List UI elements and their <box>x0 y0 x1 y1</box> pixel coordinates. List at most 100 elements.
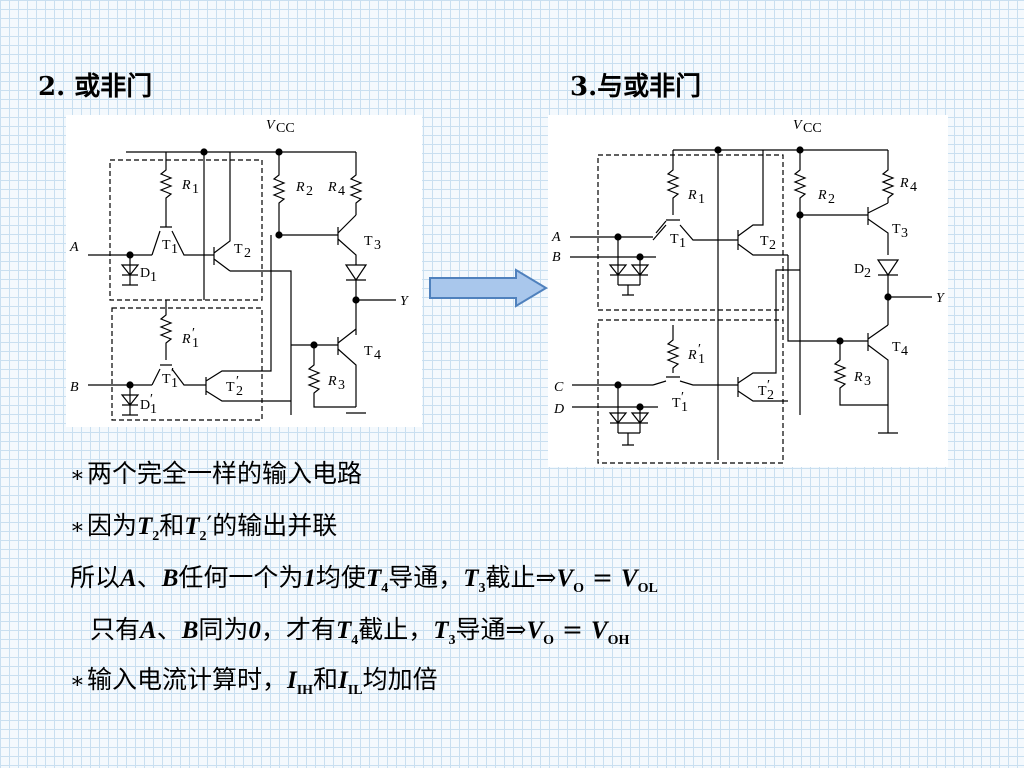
svg-text:A: A <box>551 230 561 245</box>
svg-text:′: ′ <box>236 374 239 389</box>
svg-text:B: B <box>552 250 561 265</box>
svg-text:1: 1 <box>171 376 178 391</box>
heading-and-or-invert-gate: 3.与或非门 <box>570 72 702 102</box>
output-y-right-label: Y <box>936 291 946 306</box>
svg-text:C: C <box>554 380 564 395</box>
svg-text:R: R <box>687 188 697 203</box>
svg-text:R: R <box>327 374 337 389</box>
svg-text:′: ′ <box>192 326 195 341</box>
svg-text:R: R <box>687 348 697 363</box>
line3-c: 均使 <box>315 563 366 592</box>
line1-text: 两个完全一样的输入电路 <box>86 459 362 488</box>
svg-text:T: T <box>892 340 901 355</box>
line3-eq: = <box>584 563 621 592</box>
svg-text:CC: CC <box>803 121 822 136</box>
svg-text:R: R <box>181 178 191 193</box>
line4-voh: V <box>590 617 608 644</box>
line2-a: 因为 <box>86 511 137 540</box>
line2-sub: 2 <box>152 529 160 544</box>
line3-t3sub: 3 <box>478 581 486 596</box>
svg-text:T: T <box>758 384 767 399</box>
line4-vohsub: OH <box>607 633 630 648</box>
line-input-current: ∗输入电流计算时，IIH和IIL均加倍 <box>70 660 438 699</box>
svg-text:3: 3 <box>864 374 871 389</box>
input-b-right-label: B <box>552 250 561 265</box>
line4-vo: V <box>526 617 544 644</box>
line4-t3sub: 3 <box>448 633 456 648</box>
line4-eq: = <box>554 615 591 644</box>
line3-t3: T <box>463 565 479 592</box>
line4-b: 同为 <box>198 615 249 644</box>
right-arrow-icon <box>429 268 548 308</box>
line3-vol: V <box>620 565 638 592</box>
svg-text:2: 2 <box>244 246 251 261</box>
svg-text:R: R <box>899 176 909 191</box>
svg-text:D: D <box>553 402 564 417</box>
line4-a: 只有 <box>90 615 141 644</box>
svg-text:T: T <box>364 234 373 249</box>
line3-t4sub: 4 <box>381 581 389 596</box>
svg-text:3: 3 <box>374 238 381 253</box>
line5-i1: I <box>286 667 297 694</box>
line2-b: 和 <box>159 511 185 540</box>
svg-text:1: 1 <box>681 400 688 415</box>
line-parallel-outputs: ∗因为T2和T2′的输出并联 <box>70 506 337 545</box>
svg-text:R: R <box>853 370 863 385</box>
line3-sep: 、 <box>136 563 162 592</box>
svg-text:T: T <box>670 232 679 247</box>
svg-text:T: T <box>760 234 769 249</box>
line4-vosub: O <box>543 633 555 648</box>
svg-text:T: T <box>162 238 171 253</box>
line2-c: 的输出并联 <box>212 511 338 540</box>
line4-t4: T <box>335 617 352 644</box>
svg-text:4: 4 <box>374 348 381 363</box>
svg-text:T: T <box>226 380 235 395</box>
svg-text:1: 1 <box>192 182 199 197</box>
line5-i2sub: IL <box>347 683 363 698</box>
svg-text:4: 4 <box>910 180 917 195</box>
svg-text:′: ′ <box>698 342 701 357</box>
line4-e: 导通⇒ <box>455 615 527 644</box>
line-all-inputs-low: 只有A、B同为0，才有T4截止，T3导通⇒VO = VOH <box>90 610 629 649</box>
svg-text:T: T <box>364 344 373 359</box>
line4-sep: 、 <box>156 615 182 644</box>
line5-b: 和 <box>313 665 339 694</box>
svg-text:R: R <box>295 180 305 195</box>
line5-i1sub: IH <box>296 683 314 698</box>
line3-A: A <box>120 565 137 592</box>
svg-text:2: 2 <box>769 238 776 253</box>
line2-t2: T <box>184 513 200 540</box>
svg-text:2: 2 <box>306 184 313 199</box>
input-d-right-label: D <box>553 402 564 417</box>
svg-text:3: 3 <box>338 378 345 393</box>
svg-text:2: 2 <box>236 384 243 399</box>
svg-text:2: 2 <box>828 192 835 207</box>
line5-a: 输入电流计算时， <box>86 665 287 694</box>
svg-text:′: ′ <box>150 392 153 407</box>
svg-text:2: 2 <box>864 266 871 281</box>
svg-text:1: 1 <box>698 352 705 367</box>
line3-d: 导通， <box>388 563 464 592</box>
line4-t4sub: 4 <box>351 633 359 648</box>
input-a-right-label: A <box>551 230 561 245</box>
svg-text:′: ′ <box>171 366 174 381</box>
svg-text:D: D <box>854 262 864 277</box>
